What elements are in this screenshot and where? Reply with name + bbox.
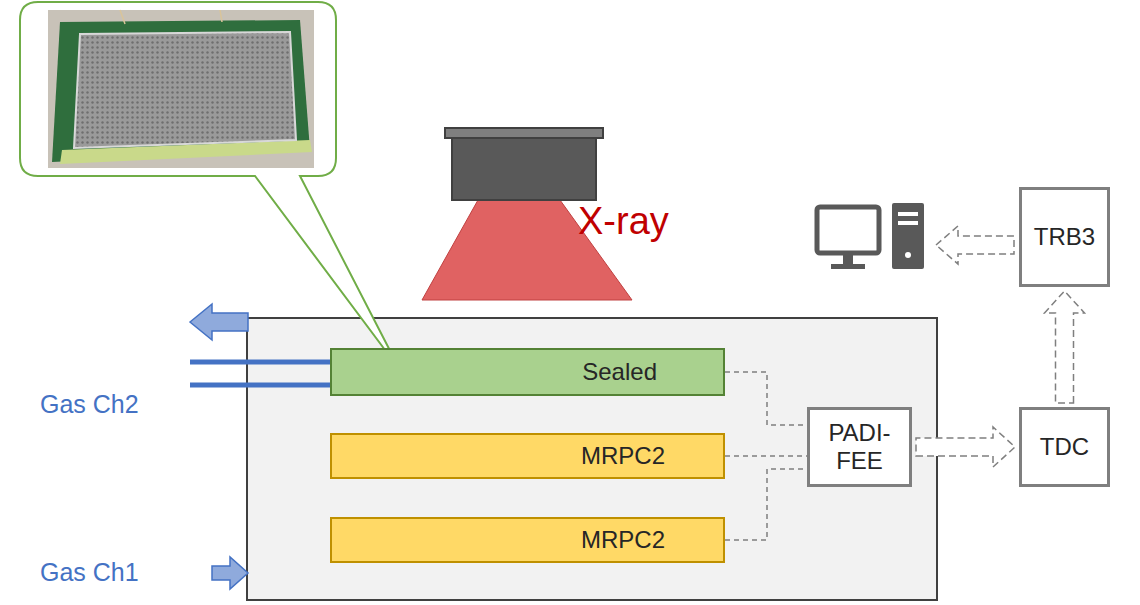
signal-connector	[725, 372, 807, 425]
signal-connector	[916, 427, 1015, 467]
xray-tube-body	[452, 138, 596, 200]
xray-tube-plate	[445, 128, 603, 138]
box-label: Sealed	[582, 358, 657, 386]
computer-tower-slot	[898, 221, 918, 225]
box-label: TDC	[1040, 433, 1089, 461]
data-flow-arrow	[936, 226, 1014, 264]
box-label: MRPC2	[581, 526, 665, 554]
computer-tower-slot	[898, 212, 918, 216]
photo-electrode	[74, 32, 296, 148]
process-box: TDC	[1019, 407, 1110, 487]
process-box: MRPC2	[330, 517, 725, 563]
photo-board	[52, 20, 310, 162]
gas-out-arrow	[190, 304, 248, 340]
computer-stand	[843, 255, 853, 264]
photo-cable	[120, 10, 125, 24]
computer-tower	[892, 203, 924, 269]
box-label: TRB3	[1034, 223, 1095, 251]
signal-connector	[725, 455, 807, 457]
gas-pipe	[190, 360, 330, 365]
computer-monitor	[817, 207, 879, 253]
computer-stand	[831, 264, 865, 269]
box-label: PADI-FEE	[824, 419, 896, 474]
housing-box	[247, 318, 937, 600]
photo-callout	[20, 2, 400, 370]
signal-connector	[725, 469, 807, 540]
process-box: TRB3	[1019, 187, 1110, 287]
process-box: MRPC2	[330, 433, 725, 479]
free-label: Gas Ch1	[40, 559, 139, 587]
signal-connector	[1045, 291, 1085, 403]
free-label: X-ray	[578, 201, 669, 243]
process-box: PADI-FEE	[807, 407, 912, 487]
photo-background	[48, 10, 314, 168]
photo-cable	[220, 10, 222, 22]
gas-in-arrow	[212, 557, 248, 589]
process-box: Sealed	[330, 348, 725, 396]
box-label: MRPC2	[581, 442, 665, 470]
computer-tower-button	[905, 252, 911, 258]
gas-pipe	[190, 383, 330, 388]
free-label: Gas Ch2	[40, 391, 139, 419]
